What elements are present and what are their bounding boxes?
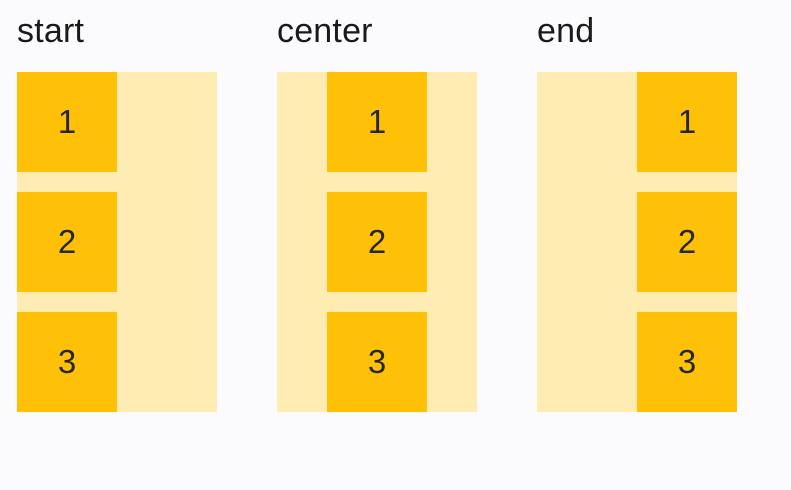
alignment-label: end	[537, 12, 595, 50]
flex-item: 3	[637, 312, 737, 412]
example-end: end 1 2 3	[537, 10, 737, 412]
flex-item: 1	[327, 72, 427, 172]
alignment-demo: start 1 2 3 center 1 2 3 end 1 2 3	[17, 10, 737, 412]
alignment-label: start	[17, 12, 85, 50]
flex-item: 1	[637, 72, 737, 172]
flex-item: 3	[327, 312, 427, 412]
flex-container: 1 2 3	[537, 72, 737, 412]
flex-container: 1 2 3	[277, 72, 477, 412]
flex-item: 2	[637, 192, 737, 292]
flex-container: 1 2 3	[17, 72, 217, 412]
flex-item: 1	[17, 72, 117, 172]
flex-item: 2	[327, 192, 427, 292]
alignment-label: center	[277, 12, 373, 50]
example-start: start 1 2 3	[17, 10, 217, 412]
example-center: center 1 2 3	[277, 10, 477, 412]
flex-item: 3	[17, 312, 117, 412]
flex-item: 2	[17, 192, 117, 292]
